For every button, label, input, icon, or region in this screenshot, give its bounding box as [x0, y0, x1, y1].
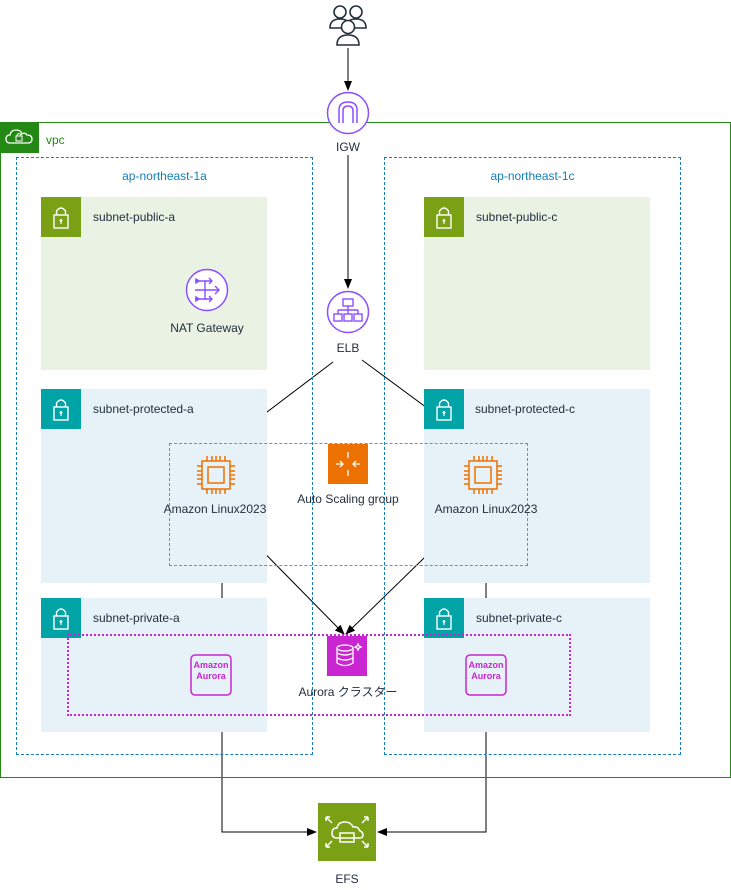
nat-label: NAT Gateway — [170, 321, 244, 335]
aurora-cluster-group — [67, 634, 571, 716]
subnet-private-a-badge — [41, 598, 81, 638]
aurora-instance-a-text-1: Amazon — [193, 660, 228, 670]
az-group-1c — [384, 157, 681, 755]
subnet-private-c-badge — [424, 598, 464, 638]
vpc-badge — [1, 123, 39, 153]
subnet-protected-a-label: subnet-protected-a — [93, 402, 194, 416]
efs-label: EFS — [335, 872, 359, 886]
aurora-instance-a-text-2: Aurora — [196, 671, 226, 681]
lock-icon — [53, 608, 69, 630]
igw-label: IGW — [336, 140, 360, 154]
ec2-instance-icon-a — [194, 453, 238, 497]
az-group-1a — [16, 157, 313, 755]
ec2-c-label: Amazon Linux2023 — [434, 502, 538, 516]
aurora-instance-c-text-1: Amazon — [468, 660, 503, 670]
subnet-public-a-label: subnet-public-a — [93, 210, 176, 224]
subnet-public-c-label: subnet-public-c — [476, 210, 558, 224]
az-label-1a: ap-northeast-1a — [122, 169, 207, 183]
internet-gateway-icon — [326, 91, 370, 135]
subnet-protected-a-badge — [41, 389, 81, 429]
lock-icon — [436, 399, 452, 421]
ec2-instance-icon-c — [461, 453, 505, 497]
lock-icon — [436, 608, 452, 630]
az-label-1c: ap-northeast-1c — [490, 169, 575, 183]
aurora-instance-c-icon: Amazon Aurora — [465, 654, 507, 696]
aurora-instance-c-text-2: Aurora — [471, 671, 501, 681]
cloud-icon — [5, 129, 33, 144]
nat-gateway-icon — [185, 268, 229, 312]
lock-icon — [436, 207, 452, 229]
elb-label: ELB — [336, 341, 360, 355]
subnet-protected-c-badge — [424, 389, 464, 429]
load-balancer-icon — [326, 290, 370, 334]
lock-icon — [53, 399, 69, 421]
subnet-private-a-label: subnet-private-a — [93, 611, 180, 625]
aurora-cluster-label: Aurora クラスター — [298, 685, 398, 699]
subnet-public-c-badge — [424, 197, 464, 237]
subnet-public-a-badge — [41, 197, 81, 237]
lock-icon — [53, 207, 69, 229]
aurora-icon — [327, 636, 367, 676]
auto-scaling-group — [169, 443, 528, 566]
users-icon — [326, 2, 370, 48]
auto-scaling-icon — [328, 444, 368, 484]
asg-label: Auto Scaling group — [297, 492, 399, 506]
subnet-private-c-label: subnet-private-c — [476, 611, 563, 625]
ec2-a-label: Amazon Linux2023 — [163, 502, 267, 516]
subnet-protected-c-label: subnet-protected-c — [475, 402, 576, 416]
vpc-label: vpc — [46, 133, 65, 147]
efs-icon — [318, 803, 376, 861]
aurora-instance-a-icon: Amazon Aurora — [190, 654, 232, 696]
